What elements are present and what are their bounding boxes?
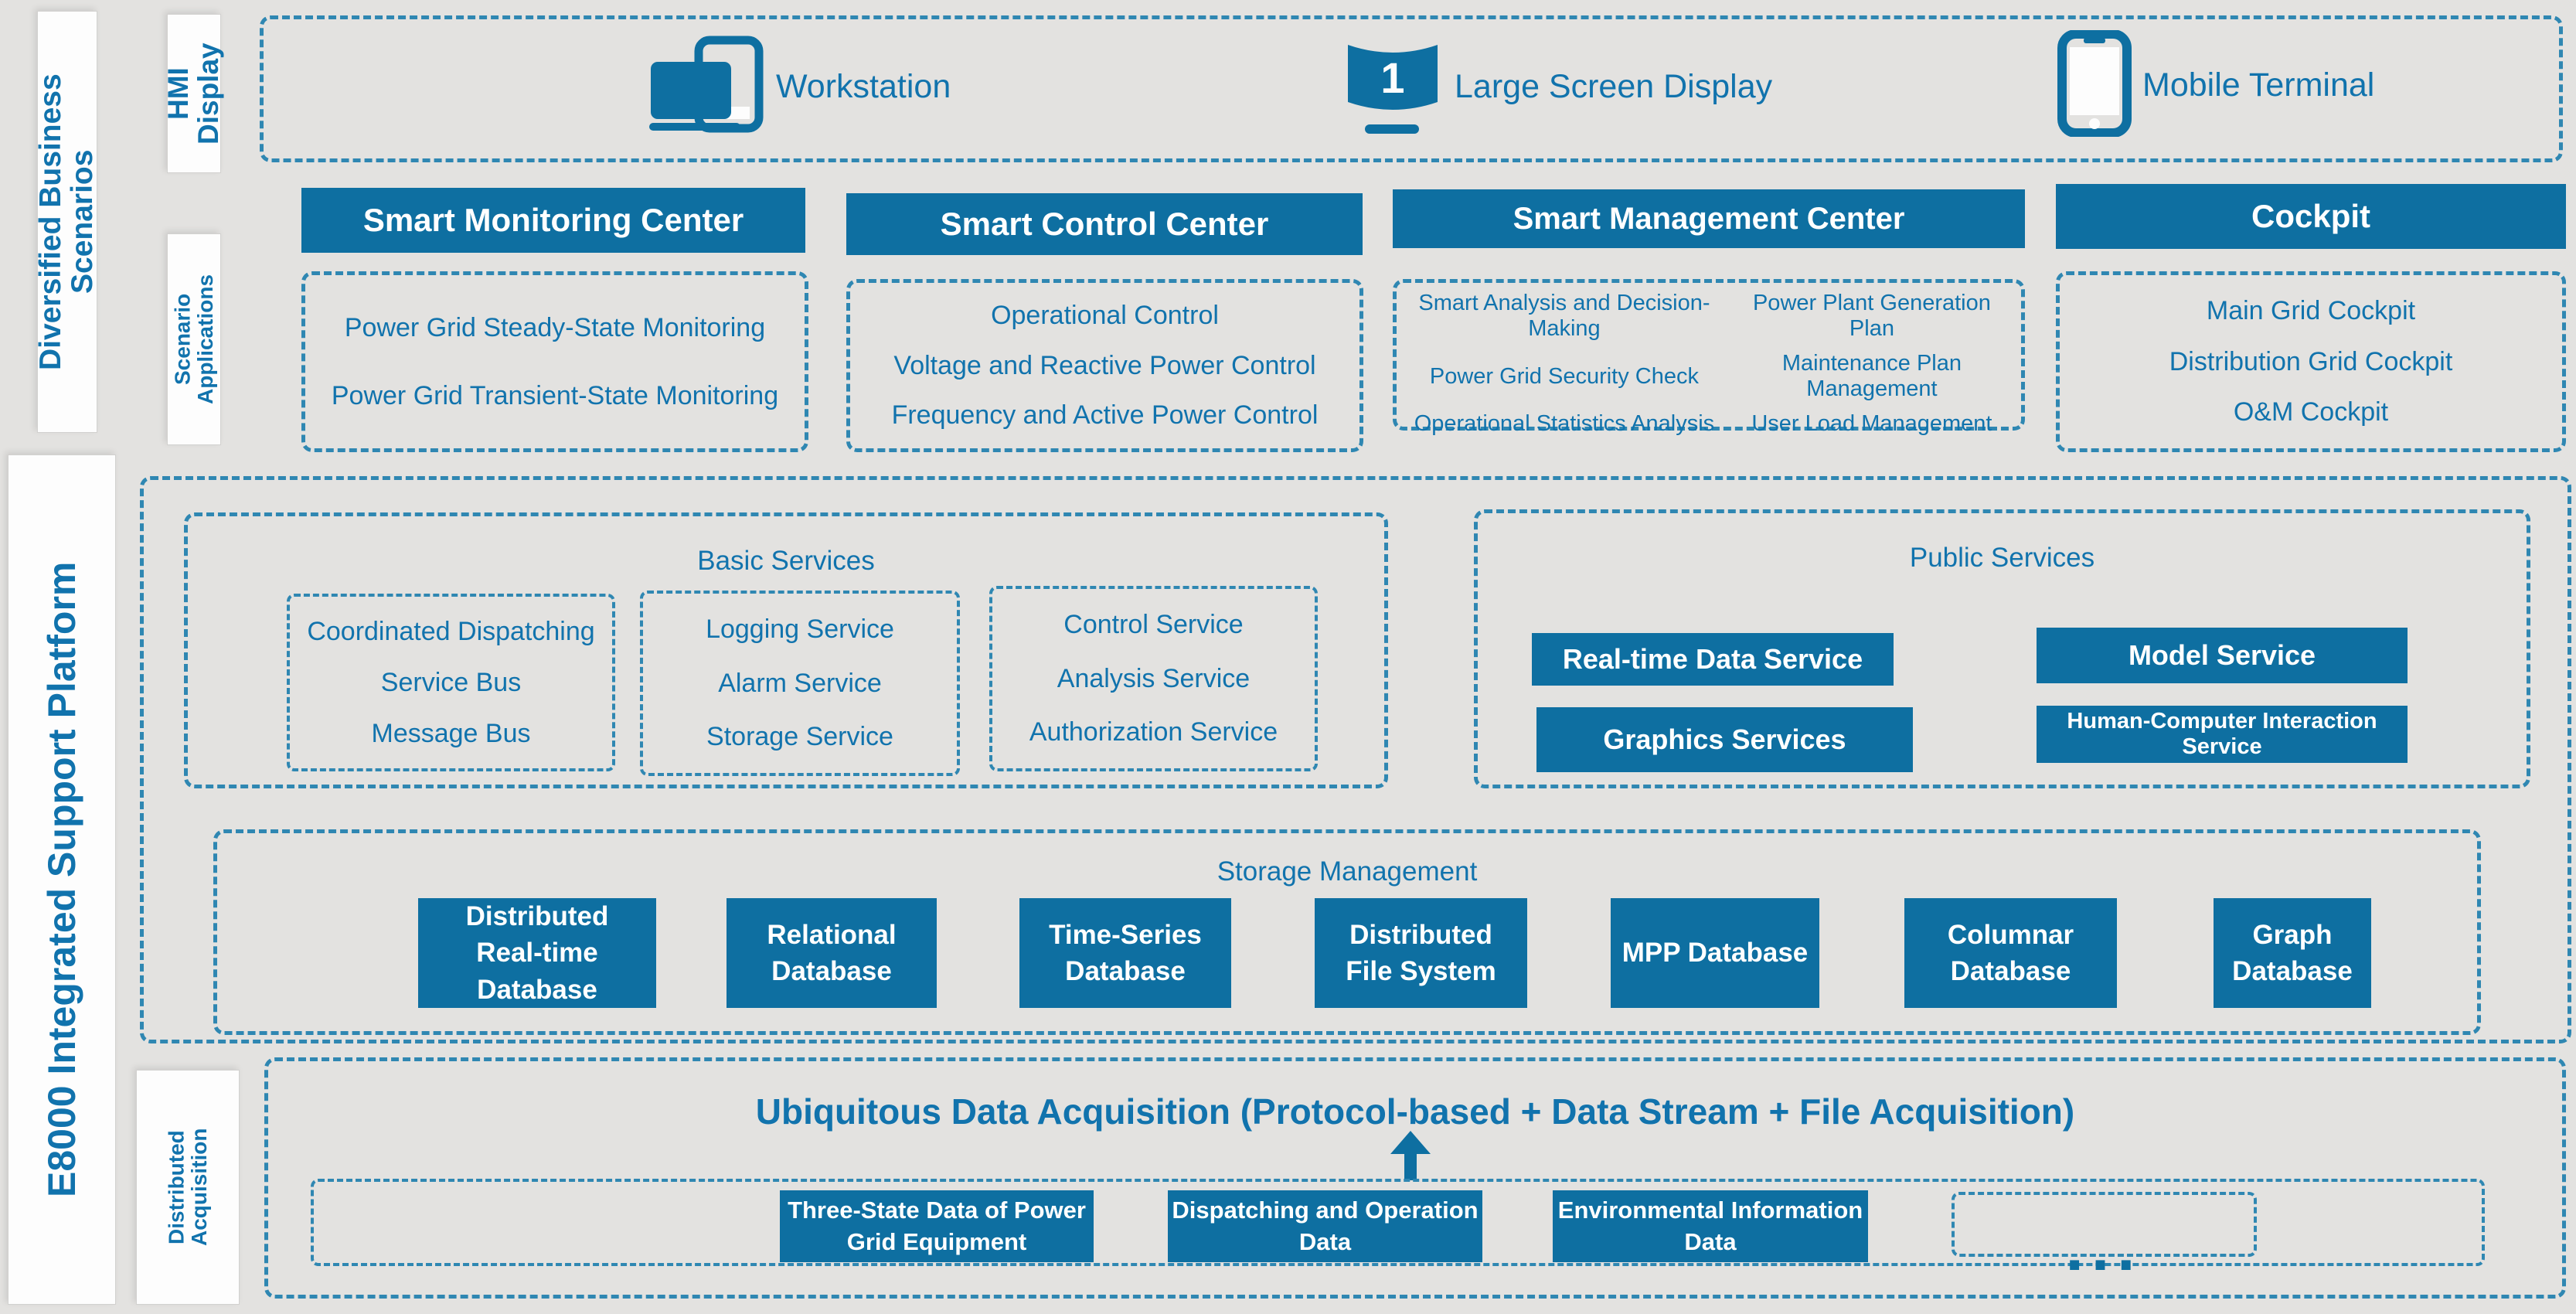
item-voltage-reactive-control: Voltage and Reactive Power Control [893, 350, 1316, 380]
device-large-screen-label: Large Screen Display [1455, 67, 1773, 105]
arrow-up-icon [1390, 1131, 1431, 1184]
service-graphics: Graphics Services [1536, 707, 1913, 772]
sidebar-scenario-applications: Scenario Applications [167, 233, 221, 445]
device-large-screen: 1 Large Screen Display [1342, 36, 1772, 138]
data-acquisition-title: Ubiquitous Data Acquisition (Protocol-ba… [755, 1091, 2075, 1132]
sidebar-diversified-business-scenarios: Diversified Business Scenarios [34, 11, 99, 433]
device-workstation-label: Workstation [776, 67, 951, 105]
item-steady-state-monitoring: Power Grid Steady-State Monitoring [344, 312, 766, 342]
item-maintenance-plan: Maintenance Plan Management [1781, 351, 1962, 401]
device-mobile-terminal: Mobile Terminal [2057, 29, 2375, 141]
item-control-service: Control Service [1063, 610, 1244, 640]
workstation-icon [649, 36, 765, 138]
db-relational: Relational Database [727, 898, 937, 1008]
db-time-series: Time-Series Database [1019, 898, 1231, 1008]
panel-monitoring-items: Power Grid Steady-State Monitoring Power… [301, 271, 808, 452]
panel-cockpit-items: Main Grid Cockpit Distribution Grid Cock… [2056, 271, 2566, 452]
source-environmental-data: Environmental Information Data [1553, 1190, 1868, 1262]
service-realtime-data: Real-time Data Service [1532, 633, 1894, 686]
item-smart-analysis: Smart Analysis and Decision-Making [1418, 291, 1710, 341]
item-operational-control: Operational Control [991, 301, 1219, 331]
item-transient-state-monitoring: Power Grid Transient-State Monitoring [331, 380, 779, 410]
acquisition-sources-panel [311, 1179, 2485, 1266]
data-acquisition-panel: Ubiquitous Data Acquisition (Protocol-ba… [264, 1057, 2566, 1299]
sidebar-e8000-platform: E8000 Integrated Support Platform [8, 454, 116, 1305]
item-coordinated-dispatching: Coordinated Dispatching [307, 616, 595, 646]
db-distributed-file-system: Distributed File System [1315, 898, 1527, 1008]
item-message-bus: Message Bus [371, 718, 531, 748]
item-storage-service: Storage Service [706, 722, 893, 752]
storage-management-panel: Storage Management Distributed Real-time… [213, 829, 2481, 1035]
db-graph: Graph Database [2214, 898, 2371, 1008]
panel-management-items: Smart Analysis and Decision-Making Power… [1393, 279, 2025, 436]
item-logging-service: Logging Service [706, 614, 894, 645]
panel-control-items: Operational Control Voltage and Reactive… [846, 279, 1363, 452]
basic-services-panel: Basic Services Coordinated Dispatching S… [184, 512, 1388, 788]
platform-panel [140, 476, 2571, 1043]
sidebar-hmi-display: HMI Display [162, 14, 224, 173]
header-smart-control-center: Smart Control Center [846, 193, 1363, 255]
service-human-computer-interaction: Human-Computer Interaction Service [2037, 706, 2408, 763]
service-model: Model Service [2037, 628, 2408, 683]
public-services-title: Public Services [1909, 543, 2095, 573]
item-frequency-active-control: Frequency and Active Power Control [891, 400, 1319, 431]
large-screen-icon: 1 [1342, 34, 1444, 140]
mobile-terminal-icon [2057, 29, 2132, 141]
item-distribution-grid-cockpit: Distribution Grid Cockpit [2169, 346, 2453, 376]
source-more-placeholder: ... [1952, 1192, 2257, 1280]
basic-services-group-control: Control Service Analysis Service Authori… [989, 586, 1318, 771]
header-smart-monitoring-center: Smart Monitoring Center [301, 188, 805, 253]
basic-services-group-bus: Coordinated Dispatching Service Bus Mess… [287, 594, 615, 771]
storage-management-title: Storage Management [1217, 856, 1478, 887]
sidebar-distributed-acquisition: Distributed Acquisition [136, 1070, 240, 1305]
ellipsis-dots: ... [2065, 1211, 2143, 1284]
source-three-state-data: Three-State Data of Power Grid Equipment [780, 1190, 1094, 1262]
header-smart-management-center: Smart Management Center [1393, 189, 2025, 248]
item-statistics-analysis: Operational Statistics Analysis [1414, 411, 1715, 436]
basic-services-title: Basic Services [697, 546, 875, 576]
item-authorization-service: Authorization Service [1029, 717, 1278, 747]
device-workstation: Workstation [649, 36, 951, 138]
item-service-bus: Service Bus [380, 667, 522, 697]
hmi-display-panel [260, 15, 2563, 162]
source-dispatching-operation-data: Dispatching and Operation Data [1168, 1190, 1482, 1262]
item-alarm-service: Alarm Service [718, 668, 882, 698]
item-generation-plan: Power Plant Generation Plan [1752, 291, 1991, 341]
item-om-cockpit: O&M Cockpit [2233, 397, 2389, 427]
item-user-load: User Load Management [1751, 411, 1992, 436]
public-services-panel: Public Services Real-time Data Service M… [1474, 509, 2530, 788]
db-mpp: MPP Database [1611, 898, 1819, 1008]
item-security-check: Power Grid Security Check [1429, 363, 1699, 389]
large-screen-icon-number: 1 [1380, 53, 1404, 102]
basic-services-group-system: Logging Service Alarm Service Storage Se… [640, 591, 960, 776]
db-distributed-realtime: Distributed Real-time Database [418, 898, 656, 1008]
device-mobile-terminal-label: Mobile Terminal [2142, 66, 2375, 104]
item-analysis-service: Analysis Service [1057, 663, 1251, 693]
db-columnar: Columnar Database [1904, 898, 2117, 1008]
item-main-grid-cockpit: Main Grid Cockpit [2206, 296, 2416, 326]
header-cockpit: Cockpit [2056, 184, 2566, 249]
